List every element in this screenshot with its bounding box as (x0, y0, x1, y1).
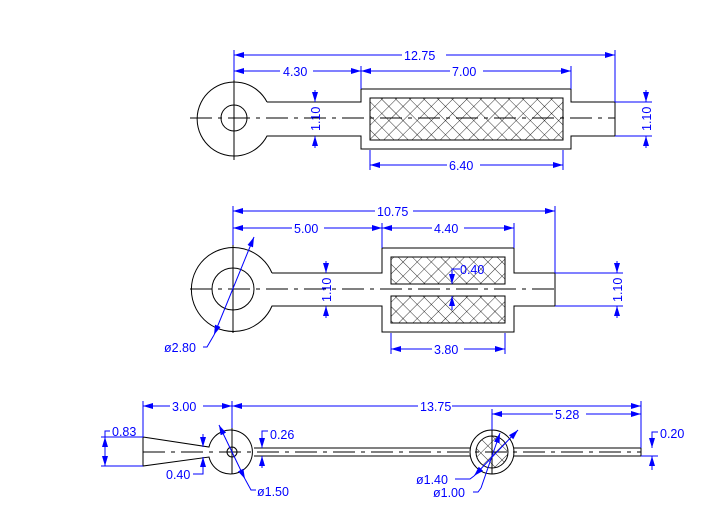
dim-end: 0.20 (660, 427, 684, 441)
dim-left: 5.00 (294, 222, 318, 236)
dim-left: 4.30 (283, 65, 307, 79)
dim-overall: 12.75 (404, 49, 435, 63)
dim-inner: ø1.00 (433, 486, 465, 500)
dim-middle: 7.00 (452, 65, 476, 79)
dim-shaft: 0.26 (270, 428, 294, 442)
dim-left: 3.00 (172, 400, 196, 414)
top-hatched-core (369, 97, 564, 141)
dim-shaft-right: 1.10 (611, 278, 625, 302)
bottom-view: 3.00 13.75 5.28 0.83 0.40 0.26 0.20 ø1.5… (101, 400, 684, 500)
middle-hatched-upper (390, 256, 506, 285)
dim-gap: 0.40 (460, 263, 484, 277)
top-part-outline (196, 81, 616, 157)
dim-tip: 0.40 (166, 468, 190, 482)
middle-view: 10.75 5.00 4.40 3.80 0.40 1.10 1.10 ø2.8… (164, 205, 625, 357)
dim-middle: 4.40 (434, 222, 458, 236)
top-view: 12.75 4.30 7.00 6.40 1.10 1.10 (190, 49, 654, 173)
dim-right: 5.28 (555, 408, 579, 422)
dim-shaft-left: 1.10 (320, 278, 334, 302)
dim-shaft-right: 1.10 (640, 107, 654, 131)
dim-hub: ø1.50 (257, 485, 289, 499)
dim-inner: 6.40 (449, 159, 473, 173)
bottom-taper-and-hub (142, 429, 253, 475)
dim-diameter: ø2.80 (164, 341, 196, 355)
middle-hatched-lower (390, 295, 506, 324)
dim-overall: 13.75 (420, 400, 451, 414)
dim-inner: 3.80 (434, 343, 458, 357)
dim-outer: ø1.40 (416, 473, 448, 487)
dim-shaft-left: 1.10 (309, 107, 323, 131)
dim-overall: 10.75 (377, 205, 408, 219)
dim-taper: 0.83 (112, 425, 136, 439)
